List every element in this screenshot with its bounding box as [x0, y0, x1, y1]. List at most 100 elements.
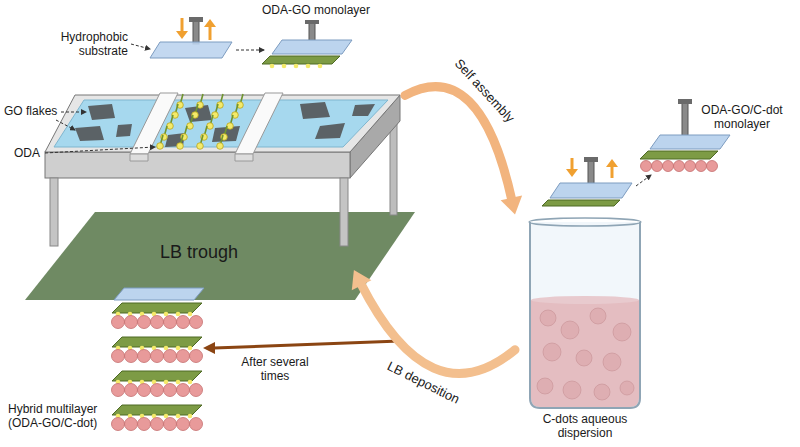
illustration-part: [209, 26, 212, 40]
illustration-part: [270, 64, 275, 69]
illustration-part: [130, 154, 148, 161]
beaker: [529, 218, 641, 408]
illustration-part: [50, 178, 58, 246]
illustration-part: [193, 20, 199, 44]
illustration-part: [112, 405, 203, 431]
illustration-part: [678, 99, 692, 104]
illustration-part: [177, 316, 190, 329]
illustration-part: [588, 160, 594, 185]
leader-line: [131, 44, 150, 49]
illustration-part: [685, 161, 696, 172]
illustration-part: [190, 316, 203, 329]
process-arrow: [352, 270, 515, 374]
illustration-part: [197, 135, 204, 149]
hydrophobic-substrate: [150, 17, 232, 58]
callout-label: ODA-GO/C-dot monolayer: [692, 103, 792, 131]
illustration-part: [212, 126, 240, 142]
illustration-part: [203, 342, 215, 354]
illustration-part: [112, 303, 202, 313]
callout-label: ODA: [14, 146, 40, 160]
illustration-part: [652, 161, 663, 172]
callout-label: ODA-GO monolayer: [262, 3, 370, 17]
illustration-part: [352, 104, 375, 116]
illustration-part: [309, 22, 315, 42]
illustration-part: [116, 124, 132, 137]
illustration-part: [235, 154, 253, 161]
illustration-part: [318, 64, 323, 69]
illustration-part: [125, 316, 138, 329]
illustration-part: [682, 102, 688, 137]
illustration-part: [157, 135, 164, 149]
illustration-part: [181, 18, 184, 32]
illustration-part: [235, 93, 283, 154]
illustration-part: [306, 64, 311, 69]
hybrid-multilayer: [112, 288, 205, 431]
arrow-head: [352, 270, 372, 290]
illustration-part: [305, 20, 319, 24]
repeat-arrow: [203, 341, 400, 354]
illustration-part: [340, 178, 348, 246]
illustration-part: [315, 123, 345, 139]
arrow-head: [501, 196, 522, 215]
node-label: C-dots aqueous dispersion: [530, 412, 640, 440]
illustration-part: [151, 316, 164, 329]
oda-go-monolayer: [262, 20, 352, 68]
trough-illustration: LB trough: [40, 90, 405, 270]
illustration-part: [138, 316, 151, 329]
barriers: [130, 93, 283, 161]
illustration-part: [112, 303, 203, 329]
illustration-part: [75, 126, 104, 141]
illustration-part: [530, 222, 640, 408]
illustration-part: [300, 102, 330, 119]
node-label: LB trough: [160, 242, 238, 263]
node-label: Hybrid multilayer (ODA-GO/C-dot): [8, 402, 106, 430]
illustration-part: [176, 312, 181, 317]
illustration-part: [112, 316, 125, 329]
illustration-part: [566, 169, 578, 177]
illustration-part: [282, 64, 287, 69]
illustration-part: [189, 17, 203, 22]
illustration-part: [584, 157, 598, 162]
illustration-part: [529, 218, 641, 226]
illustration-part: [112, 316, 203, 329]
leader-line: [61, 112, 86, 113]
leader-line: [636, 175, 651, 186]
illustration-part: [641, 161, 718, 172]
illustration-part: [45, 95, 400, 152]
illustration-part: [150, 42, 232, 58]
illustration-part: [177, 135, 184, 149]
illustration-part: [114, 288, 204, 300]
oda-molecules: [157, 94, 244, 149]
illustration-part: [25, 212, 415, 300]
illustration-part: [130, 93, 178, 154]
illustration-part: [167, 115, 174, 129]
illustration-part: [550, 183, 632, 198]
illustration-part: [390, 118, 397, 215]
illustration-part: [571, 158, 574, 170]
illustration-part: [272, 40, 352, 54]
go-flakes: [75, 102, 375, 147]
illustration-part: [176, 31, 188, 39]
leader-line: [45, 147, 155, 153]
illustration-part: [262, 56, 340, 64]
callout-label: GO flakes: [4, 104, 57, 118]
illustration-part: [227, 115, 234, 129]
illustration-part: [641, 161, 652, 172]
illustration-part: [294, 64, 299, 69]
arrow-body: [360, 282, 515, 373]
beaker-illustration: C-dots aqueous dispersion: [515, 205, 655, 442]
illustration-part: [707, 161, 718, 172]
illustration-part: [112, 337, 203, 363]
illustration-part: [217, 135, 224, 149]
illustration-part: [88, 104, 115, 120]
callout-label: After several times: [232, 355, 318, 383]
illustration-part: [611, 166, 614, 178]
illustration-part: [187, 115, 194, 129]
leader-line: [56, 120, 75, 130]
illustration-part: [650, 135, 730, 149]
dipping-substrate: [542, 157, 632, 206]
illustration-part: [207, 115, 214, 129]
multilayer-stack: Hybrid multilayer (ODA-GO/C-dot): [5, 280, 205, 442]
illustration-part: [640, 151, 718, 159]
